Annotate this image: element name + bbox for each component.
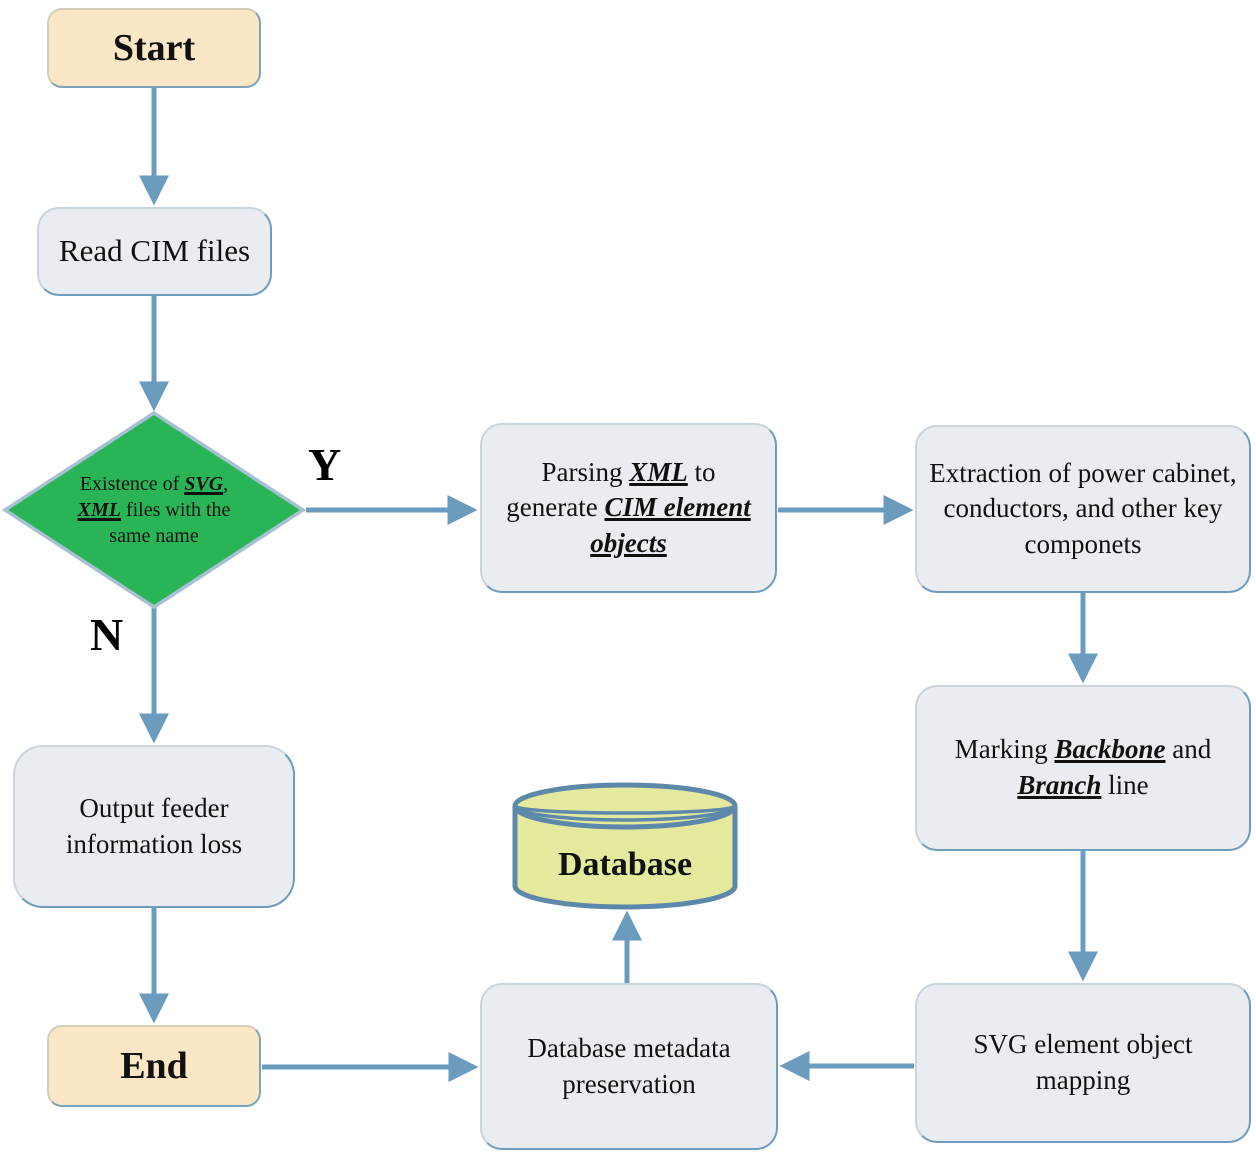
marking-backbone-emphasis: Backbone: [1054, 734, 1166, 765]
parsing-text-mid: to generate: [506, 456, 716, 523]
node-extraction: Extraction of power cabinet, conductors,…: [915, 425, 1251, 593]
marking-branch-emphasis: Branch: [1017, 770, 1102, 800]
branch-label-yes: Y: [308, 439, 342, 490]
marking-text-mid: and: [1165, 734, 1212, 765]
decision-svg-emphasis: SVG: [184, 473, 224, 495]
node-parsing-xml-label: Parsing XML to generate CIM element obje…: [504, 455, 754, 562]
node-read-cim-files-label: Read CIM files: [58, 233, 251, 269]
node-start: Start: [47, 8, 261, 88]
parsing-cim-emphasis: CIM element objects: [590, 492, 751, 558]
node-end-label: End: [120, 1045, 188, 1087]
parsing-xml-emphasis: XML: [629, 456, 688, 487]
node-end: End: [47, 1025, 261, 1107]
node-read-cim-files: Read CIM files: [37, 207, 272, 296]
decision-comma: ,: [223, 473, 229, 495]
marking-text-tail: line: [1101, 770, 1149, 800]
marking-text: Marking: [954, 734, 1055, 765]
database-cylinder: [512, 782, 738, 910]
node-database-label: Database: [557, 846, 693, 883]
parsing-text: Parsing: [541, 456, 630, 487]
node-decision-label: Existence of SVG, XML files with the sam…: [74, 435, 234, 585]
node-preservation-label: Database metadata preservation: [527, 1032, 731, 1099]
node-marking-label: Marking Backbone and Branch line: [931, 732, 1236, 803]
node-extraction-label: Extraction of power cabinet, conductors,…: [929, 457, 1237, 559]
node-start-label: Start: [112, 27, 196, 69]
node-output-loss: Output feeder information loss: [13, 745, 295, 908]
branch-label-no: N: [90, 609, 124, 660]
decision-text: Existence of: [79, 473, 185, 495]
decision-diamond: [1, 410, 307, 610]
node-preservation: Database metadata preservation: [480, 983, 778, 1150]
node-parsing-xml: Parsing XML to generate CIM element obje…: [480, 423, 777, 593]
node-marking: Marking Backbone and Branch line: [915, 685, 1251, 851]
decision-text-tail: files with the same name: [109, 499, 231, 547]
node-svg-mapping-label: SVG element object mapping: [973, 1029, 1193, 1095]
decision-xml-emphasis: XML: [77, 499, 121, 521]
node-svg-mapping: SVG element object mapping: [915, 983, 1251, 1143]
node-output-loss-label: Output feeder information loss: [65, 792, 243, 859]
